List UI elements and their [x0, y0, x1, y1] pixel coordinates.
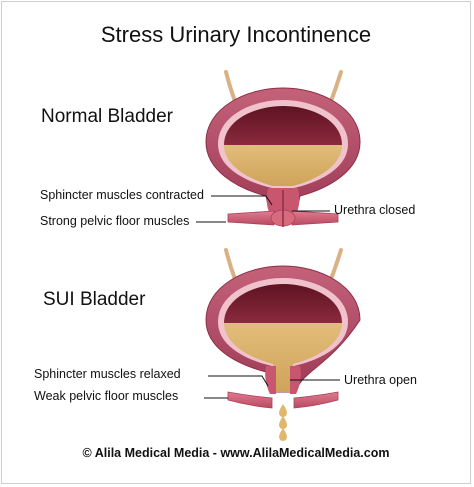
sui-left-ureter — [224, 248, 238, 284]
sui-bladder — [204, 248, 361, 441]
normal-bladder-cavity — [224, 106, 342, 145]
normal-label-pelvic: Strong pelvic floor muscles — [40, 214, 190, 228]
sui-urine — [224, 323, 342, 392]
normal-bladder-heading: Normal Bladder — [41, 106, 173, 127]
copyright-credit: © Alila Medical Media - www.AlilaMedical… — [82, 446, 390, 460]
sui-bladder-cavity — [224, 284, 342, 323]
normal-bladder — [196, 70, 361, 227]
urine-drop-1 — [279, 404, 287, 417]
sui-pelvic-right — [293, 391, 339, 409]
sui-leader-sphincter — [208, 375, 269, 387]
normal-left-ureter — [224, 70, 238, 106]
normal-pelvic-left — [227, 210, 275, 226]
sui-label-urethra: Urethra open — [344, 373, 417, 387]
normal-urine — [224, 145, 342, 186]
normal-right-ureter — [328, 70, 343, 106]
sui-bladder-heading: SUI Bladder — [43, 289, 146, 310]
diagram-title: Stress Urinary Incontinence — [100, 22, 372, 47]
sui-right-ureter — [328, 248, 343, 284]
normal-pelvic-right — [291, 210, 339, 226]
normal-label-urethra: Urethra closed — [334, 203, 416, 217]
urine-drop-3 — [279, 428, 287, 441]
sui-sphincter-left — [265, 366, 276, 394]
sui-label-sphincter: Sphincter muscles relaxed — [34, 367, 181, 381]
normal-leader-sphincter — [211, 195, 273, 206]
urine-drop-2 — [279, 416, 287, 429]
sui-pelvic-left — [227, 391, 273, 409]
normal-label-sphincter: Sphincter muscles contracted — [40, 188, 204, 202]
sui-label-pelvic: Weak pelvic floor muscles — [34, 389, 179, 403]
